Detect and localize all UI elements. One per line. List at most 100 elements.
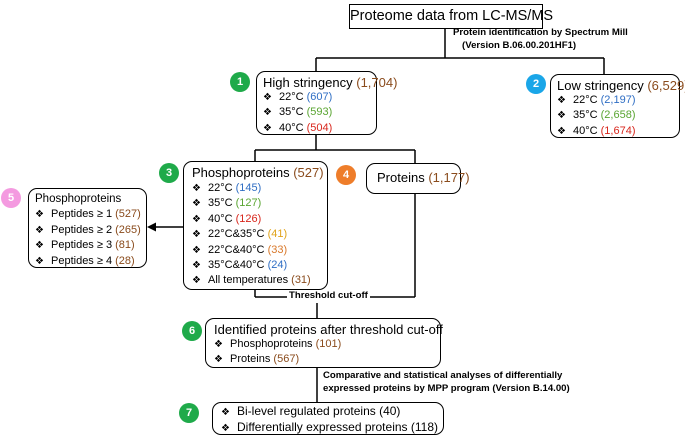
bullet-icon: ❖ bbox=[35, 224, 44, 236]
list-item: ❖ Phosphoproteins (101) bbox=[214, 337, 440, 352]
item-count: (24) bbox=[267, 259, 288, 272]
phosphoproteins-count: (527) bbox=[293, 165, 324, 180]
list-item: ❖ 40°C (1,674) bbox=[557, 124, 679, 139]
bullet-icon: ❖ bbox=[192, 183, 201, 194]
item-label: 35°C bbox=[573, 109, 598, 122]
item-count: (28) bbox=[115, 254, 135, 267]
bullet-icon: ❖ bbox=[192, 198, 201, 210]
item-label: 40°C bbox=[573, 124, 598, 137]
high-stringency-box: High stringency (1,704) ❖22°C (607) ❖35°… bbox=[256, 71, 397, 136]
bullet-icon: ❖ bbox=[192, 244, 201, 256]
item-label: 22°C&35°C bbox=[208, 228, 265, 241]
step-badge-4: 4 bbox=[336, 165, 356, 185]
item-label: Peptides ≥ 4 bbox=[51, 254, 113, 267]
mpp-note: Comparative and statistical analyses of … bbox=[323, 370, 570, 395]
item-label: 35°C bbox=[279, 106, 304, 119]
identified-proteins-box: Identified proteins after threshold cut-… bbox=[205, 318, 443, 368]
item-label: Peptides ≥ 3 bbox=[51, 239, 113, 252]
item-count: (81) bbox=[115, 239, 135, 252]
item-label: 22°C&40°C bbox=[208, 243, 265, 256]
proteins-label: Proteins bbox=[377, 170, 425, 185]
bullet-icon: ❖ bbox=[35, 255, 44, 267]
list-item: ❖22°C (607) bbox=[263, 90, 376, 105]
bullet-icon: ❖ bbox=[214, 339, 223, 350]
list-item: ❖40°C (126) bbox=[192, 212, 327, 227]
list-item: ❖35°C&40°C (24) bbox=[192, 258, 327, 273]
high-stringency-title: High stringency (1,704) bbox=[263, 75, 397, 90]
low-stringency-title: Low stringency (6,529) bbox=[557, 78, 685, 93]
item-label: 40°C bbox=[279, 121, 304, 134]
list-item: ❖ Differentially expressed proteins (118) bbox=[221, 420, 443, 436]
bullet-icon: ❖ bbox=[221, 423, 230, 434]
list-item: ❖40°C (504) bbox=[263, 121, 376, 136]
bullet-icon: ❖ bbox=[192, 229, 201, 241]
list-item: ❖22°C (145) bbox=[192, 181, 327, 196]
item-label: Peptides ≥ 2 bbox=[51, 223, 113, 236]
item-label: 22°C bbox=[279, 91, 304, 103]
item-count: (33) bbox=[267, 243, 288, 256]
list-item: ❖ 35°C (2,658) bbox=[557, 108, 679, 123]
bullet-icon: ❖ bbox=[263, 122, 272, 134]
item-label: 35°C bbox=[208, 197, 233, 210]
low-stringency-box: Low stringency (6,529) ❖ 22°C (2,197) ❖ 35… bbox=[550, 74, 685, 139]
arrow-head-left bbox=[147, 222, 156, 232]
item-count: (2,197) bbox=[600, 94, 636, 106]
item-count: (41) bbox=[267, 228, 288, 241]
proteins-box: Proteins (1,177) bbox=[366, 163, 470, 194]
step-badge-3: 3 bbox=[159, 163, 179, 183]
list-item: ❖ 22°C&35°C (41) bbox=[192, 227, 327, 242]
bullet-icon: ❖ bbox=[557, 110, 566, 122]
item-label: 22°C bbox=[573, 94, 598, 106]
final-results-box: ❖ Bi-level regulated proteins (40) ❖ Diffe… bbox=[212, 402, 444, 435]
step-badge-6: 6 bbox=[182, 321, 202, 341]
list-item: ❖ 22°C&40°C (33) bbox=[192, 243, 327, 258]
bullet-icon: ❖ bbox=[221, 407, 230, 418]
item-count: (567) bbox=[273, 353, 300, 366]
step-badge-7: 7 bbox=[179, 403, 199, 423]
bullet-icon: ❖ bbox=[557, 95, 566, 106]
item-label: Differentially expressed proteins (118) bbox=[237, 420, 438, 434]
bullet-icon: ❖ bbox=[557, 125, 566, 137]
proteome-data-box: Proteome data from LC-MS/MS bbox=[349, 4, 553, 29]
bullet-icon: ❖ bbox=[192, 275, 201, 287]
low-stringency-label: Low stringency bbox=[557, 78, 644, 93]
list-item: ❖All temperatures (31) bbox=[192, 273, 327, 288]
list-item: ❖ Peptides ≥ 4 (28) bbox=[35, 254, 146, 269]
item-count: (527) bbox=[115, 208, 141, 221]
proteins-title: Proteins (1,177) bbox=[377, 170, 470, 185]
item-count: (101) bbox=[315, 338, 342, 350]
proteins-count: (1,177) bbox=[428, 170, 470, 185]
low-stringency-count: (6,529) bbox=[647, 78, 685, 93]
item-count: (593) bbox=[306, 106, 333, 119]
step-badge-5: 5 bbox=[1, 188, 21, 208]
item-count: (145) bbox=[235, 182, 262, 194]
list-item: ❖ Peptides ≥ 1 (527) bbox=[35, 207, 146, 222]
item-count: (1,674) bbox=[600, 124, 636, 137]
item-count: (265) bbox=[115, 223, 141, 236]
bullet-icon: ❖ bbox=[35, 209, 44, 221]
list-item: ❖ 35°C (593) bbox=[263, 105, 376, 120]
item-label: All temperatures bbox=[208, 274, 289, 287]
item-count: (127) bbox=[235, 197, 262, 210]
bullet-icon: ❖ bbox=[35, 240, 44, 252]
item-label: 35°C&40°C bbox=[208, 259, 265, 272]
item-label: Phosphoproteins bbox=[230, 338, 313, 350]
step-badge-2: 2 bbox=[526, 74, 546, 94]
mpp-line-2: expressed proteins by MPP program (Versi… bbox=[323, 382, 570, 394]
protein-identification-note: Protein identification by Spectrum Mill … bbox=[453, 27, 628, 52]
bullet-icon: ❖ bbox=[214, 354, 223, 366]
item-count: (2,658) bbox=[600, 109, 636, 122]
high-stringency-label: High stringency bbox=[263, 75, 353, 90]
list-item: ❖ 35°C (127) bbox=[192, 196, 327, 211]
item-label: Peptides ≥ 1 bbox=[51, 208, 113, 221]
bullet-icon: ❖ bbox=[263, 107, 272, 119]
mpp-line-1: Comparative and statistical analyses of … bbox=[323, 370, 563, 381]
identified-proteins-title: Identified proteins after threshold cut-… bbox=[214, 322, 443, 337]
item-label: Bi-level regulated proteins (40) bbox=[237, 404, 401, 418]
list-item: ❖ Bi-level regulated proteins (40) bbox=[221, 404, 443, 420]
phosphoproteins-title: Phosphoproteins (527) bbox=[192, 165, 327, 180]
list-item: ❖Proteins (567) bbox=[214, 352, 440, 367]
item-count: (607) bbox=[306, 91, 333, 103]
list-item: ❖ Peptides ≥ 2 (265) bbox=[35, 223, 146, 238]
peptides-title: Phosphoproteins bbox=[35, 193, 122, 205]
